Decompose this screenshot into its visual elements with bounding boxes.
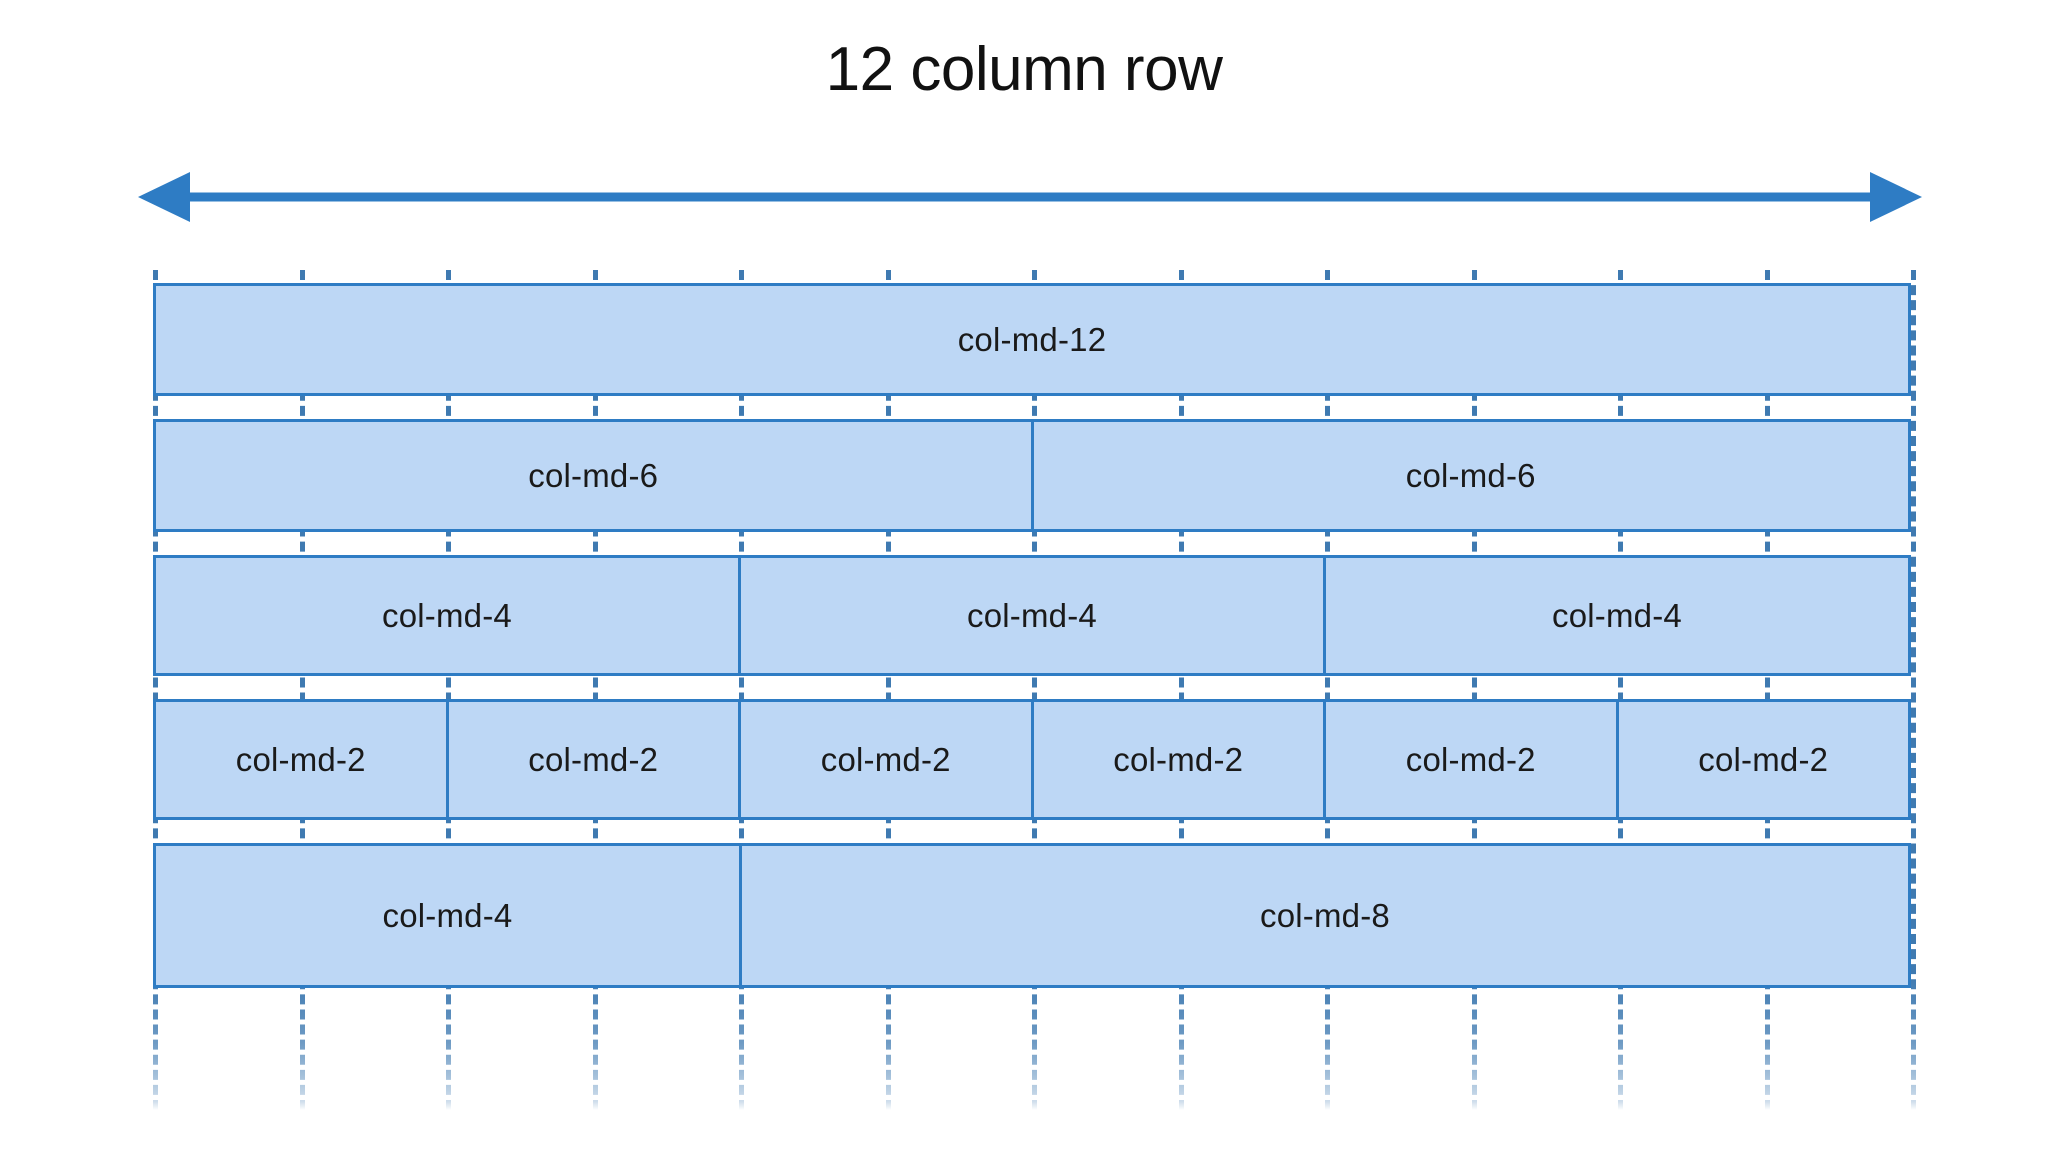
grid-cell-label: col-md-12: [957, 320, 1107, 358]
grid-cell-label: col-md-2: [1698, 740, 1829, 778]
grid-row: col-md-4 col-md-8: [153, 843, 1911, 988]
grid-cell-label: col-md-2: [820, 740, 951, 778]
grid-cell-label: col-md-6: [528, 456, 659, 494]
column-guide-line: [1911, 270, 1916, 1110]
grid-row: col-md-2 col-md-2 col-md-2 col-md-2 col-…: [153, 699, 1911, 820]
grid-cell[interactable]: col-md-2: [1323, 699, 1619, 820]
grid-cell-label: col-md-2: [1405, 740, 1536, 778]
grid-cell-label: col-md-2: [528, 740, 659, 778]
grid-cell[interactable]: col-md-2: [1615, 699, 1911, 820]
grid-row: col-md-6 col-md-6: [153, 419, 1911, 532]
page-title: 12 column row: [825, 35, 1223, 104]
grid-cell[interactable]: col-md-8: [739, 843, 1911, 988]
grid-cell[interactable]: col-md-4: [153, 555, 741, 676]
grid-cell[interactable]: col-md-4: [738, 555, 1326, 676]
grid-cell-label: col-md-4: [1552, 596, 1682, 634]
grid-cell-label: col-md-4: [382, 896, 513, 934]
grid-cell[interactable]: col-md-2: [445, 699, 741, 820]
grid-cell-label: col-md-6: [1405, 456, 1536, 494]
grid-cell[interactable]: col-md-4: [1323, 555, 1911, 676]
arrow-double-head-icon: [138, 172, 1922, 222]
width-indicator-arrow: [130, 168, 1930, 228]
grid-cell-label: col-md-2: [235, 740, 366, 778]
grid-cell[interactable]: col-md-12: [153, 283, 1911, 396]
grid-cell[interactable]: col-md-2: [738, 699, 1034, 820]
grid-row: col-md-12: [153, 283, 1911, 396]
grid-cell[interactable]: col-md-4: [153, 843, 742, 988]
grid-row: col-md-4 col-md-4 col-md-4: [153, 555, 1911, 676]
grid-cell[interactable]: col-md-6: [1030, 419, 1911, 532]
grid-cell[interactable]: col-md-6: [153, 419, 1034, 532]
grid-cell-label: col-md-4: [967, 596, 1097, 634]
grid-cell[interactable]: col-md-2: [1030, 699, 1326, 820]
grid-cell-label: col-md-4: [382, 596, 512, 634]
grid-cell-label: col-md-8: [1260, 896, 1390, 934]
grid-cell-label: col-md-2: [1113, 740, 1244, 778]
grid-cell[interactable]: col-md-2: [153, 699, 449, 820]
